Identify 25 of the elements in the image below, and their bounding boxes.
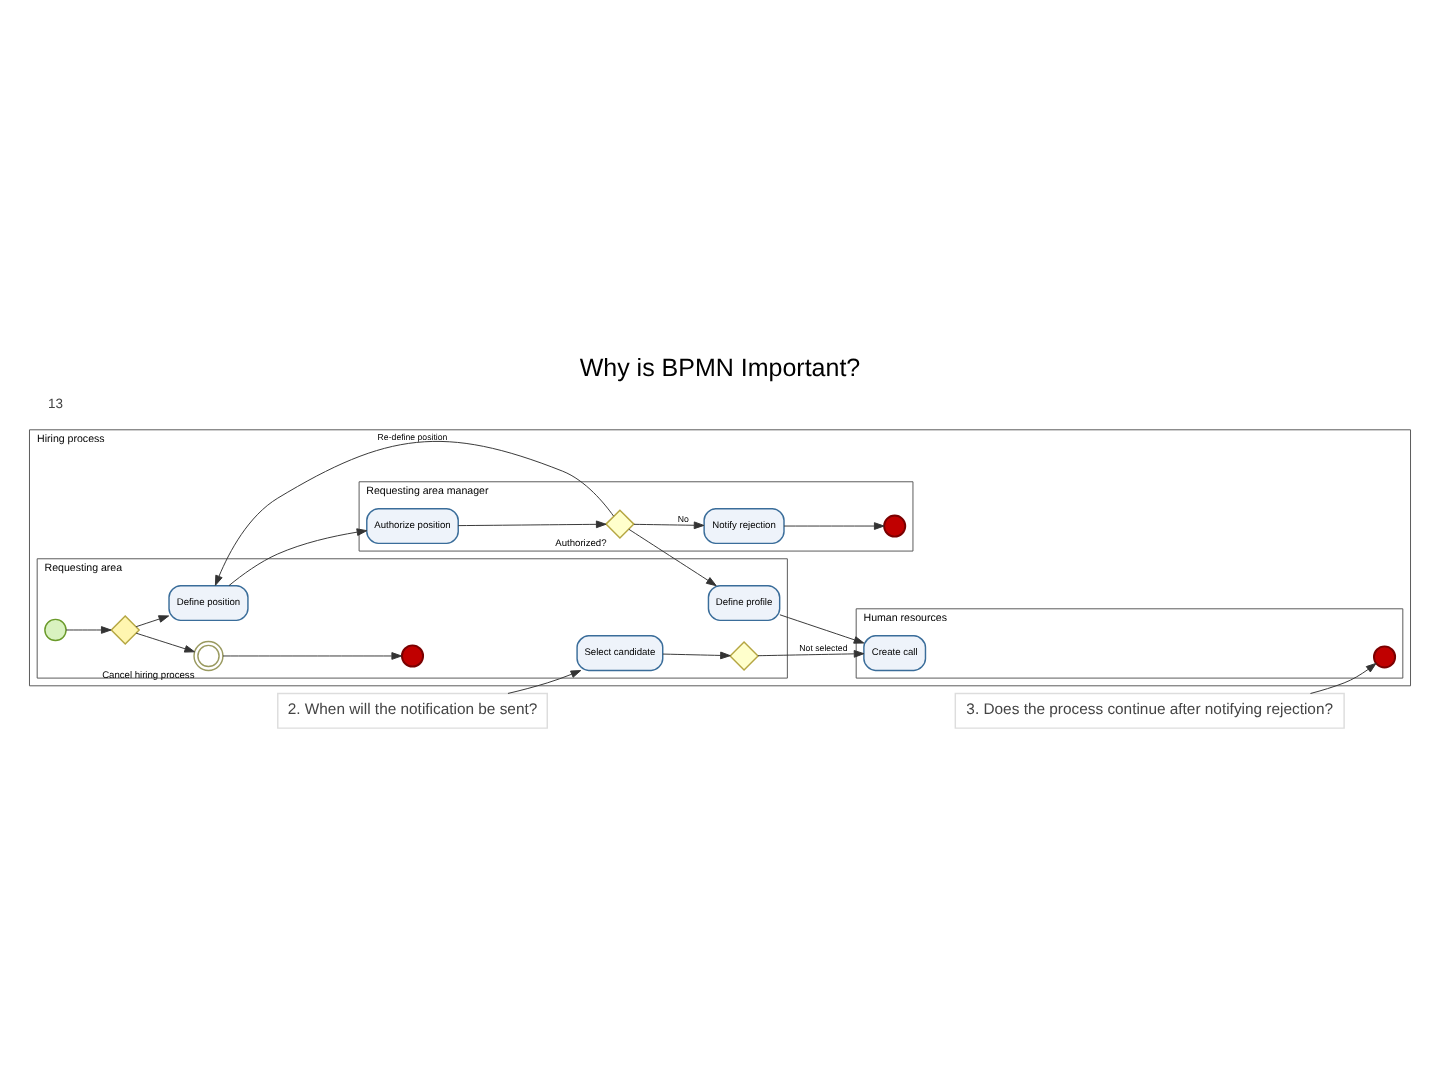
arrow — [779, 614, 865, 644]
arrow — [507, 670, 582, 694]
arrow — [633, 521, 705, 530]
node-diamond — [604, 509, 635, 540]
arrow — [222, 652, 402, 660]
arrow — [457, 520, 607, 529]
arrow — [1310, 662, 1377, 694]
node-circle — [44, 618, 67, 642]
node-circle — [400, 644, 425, 668]
arrow — [65, 626, 112, 634]
arrow — [757, 650, 865, 658]
arrow — [628, 528, 717, 587]
node-box: 3. Does the process continue after notifying rejection? — [954, 692, 1345, 729]
arrow — [214, 440, 614, 586]
node-diamond — [729, 641, 760, 671]
arrow — [228, 528, 368, 587]
arrow — [135, 632, 195, 653]
arrow — [783, 522, 885, 530]
node-box: 2. When will the notification be sent? — [277, 692, 548, 729]
node-circle — [1373, 645, 1397, 669]
node-diamond — [110, 615, 141, 645]
arrow — [662, 651, 731, 660]
node-circle — [883, 514, 907, 538]
arrow — [135, 615, 170, 628]
diagram-title: Why is BPMN Important? — [579, 353, 861, 382]
